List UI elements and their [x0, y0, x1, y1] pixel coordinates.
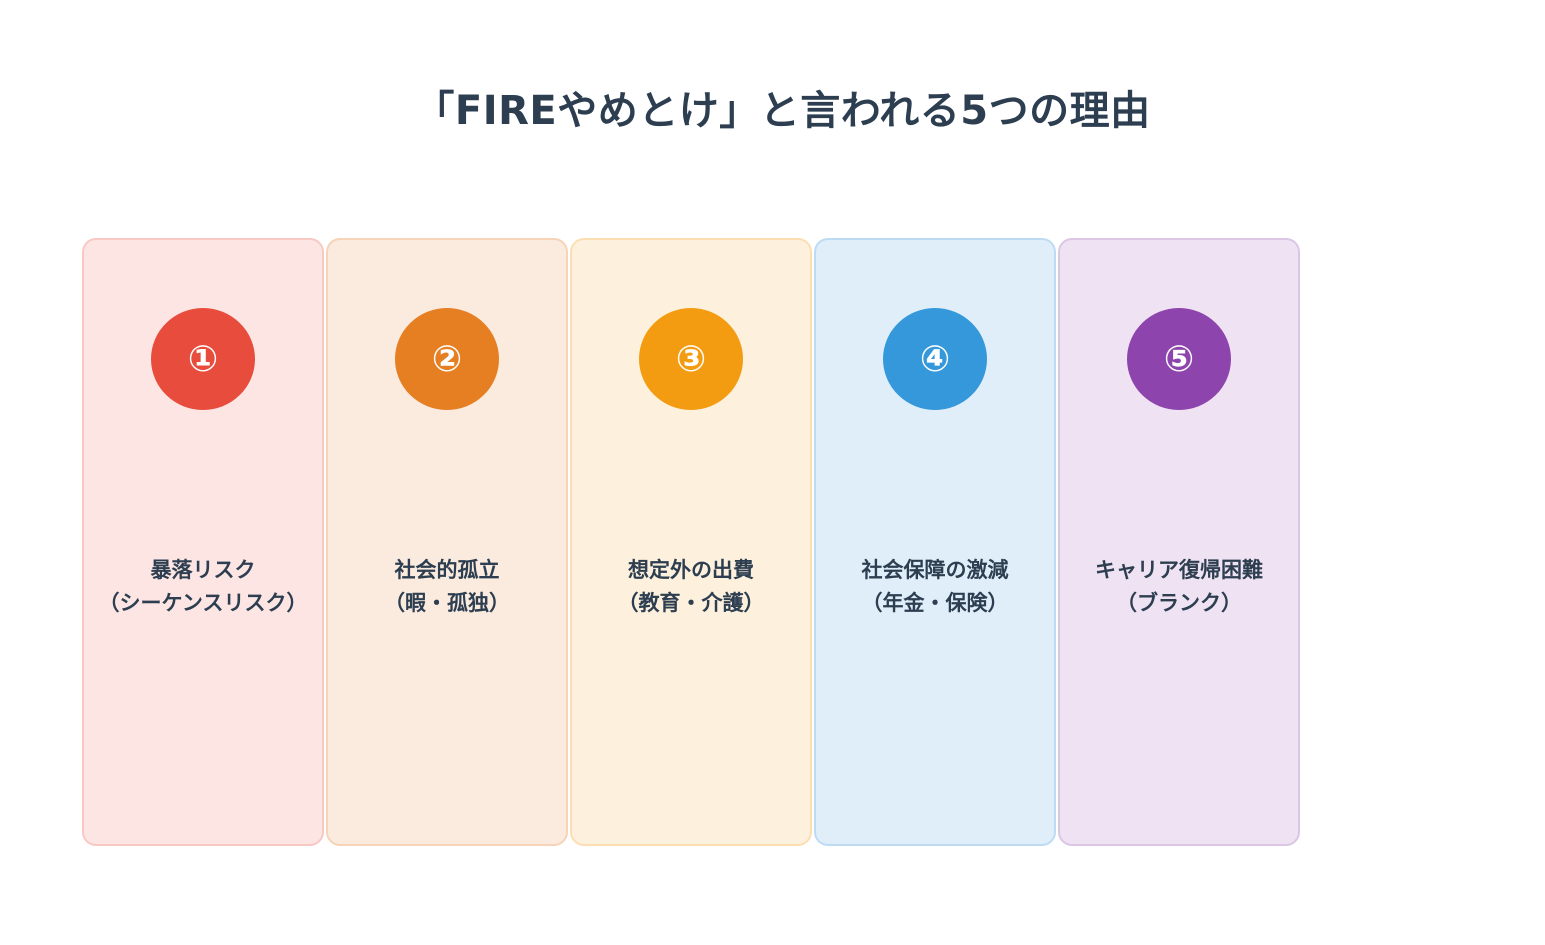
reason-card-2: ② 社会的孤立 （暇・孤独） [326, 238, 568, 846]
reason-subtitle: （ブランク） [1116, 591, 1242, 615]
reason-label: 想定外の出費 （教育・介護） [572, 554, 810, 620]
reason-subtitle: （シーケンスリスク） [98, 591, 308, 615]
reason-label: 社会的孤立 （暇・孤独） [328, 554, 566, 620]
reason-cards: ① 暴落リスク （シーケンスリスク） ② 社会的孤立 （暇・孤独） ③ 想定外の… [82, 238, 1300, 846]
reason-number-badge: ① [151, 308, 255, 410]
reason-title: 社会保障の激減 [861, 558, 1009, 582]
reason-title: 想定外の出費 [628, 558, 754, 582]
reason-title: 暴落リスク [150, 558, 256, 582]
page-title: 「FIREやめとけ」と言われる5つの理由 [414, 88, 1151, 134]
reason-subtitle: （暇・孤独） [384, 591, 510, 615]
reason-subtitle: （年金・保険） [861, 591, 1009, 615]
reason-label: キャリア復帰困難 （ブランク） [1060, 554, 1298, 620]
reason-number-badge: ⑤ [1127, 308, 1231, 410]
reason-title: キャリア復帰困難 [1095, 558, 1263, 582]
reason-number-badge: ② [395, 308, 499, 410]
reason-label: 暴落リスク （シーケンスリスク） [84, 554, 322, 620]
reason-title: 社会的孤立 [394, 558, 500, 582]
reason-card-1: ① 暴落リスク （シーケンスリスク） [82, 238, 324, 846]
reason-card-4: ④ 社会保障の激減 （年金・保険） [814, 238, 1056, 846]
reason-card-3: ③ 想定外の出費 （教育・介護） [570, 238, 812, 846]
reason-card-5: ⑤ キャリア復帰困難 （ブランク） [1058, 238, 1300, 846]
reason-label: 社会保障の激減 （年金・保険） [816, 554, 1054, 620]
reason-number-badge: ④ [883, 308, 987, 410]
reason-subtitle: （教育・介護） [617, 591, 765, 615]
reason-number-badge: ③ [639, 308, 743, 410]
